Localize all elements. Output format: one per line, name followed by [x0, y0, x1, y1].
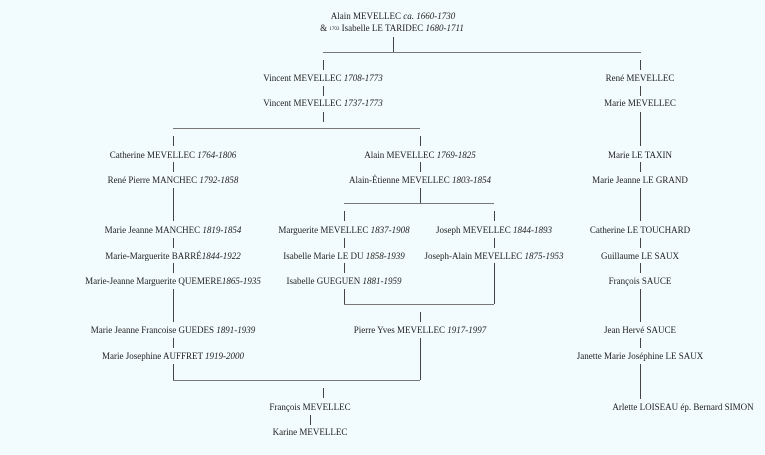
connector — [640, 364, 641, 399]
person-r-6: François SAUCE — [608, 276, 672, 286]
person-br-1: Joseph-Alain MEVELLEC 1875-1953 — [424, 251, 564, 261]
person-karine: Karine MEVELLEC — [272, 427, 348, 437]
person-b-1: Alain-Étienne MEVELLEC 1803-1854 — [349, 175, 491, 185]
connector — [344, 263, 345, 273]
person-r-9: Arlette LOISEAU ép. Bernard SIMON — [612, 402, 754, 412]
person-r-8: Janette Marie Joséphine LE SAUX — [576, 351, 704, 361]
person-r-2: Marie LE TAXIN — [607, 150, 673, 160]
person-a-4: Marie-Jeanne Marguerite QUEMERE1865-1935 — [85, 276, 261, 286]
connector — [173, 136, 174, 146]
connector — [420, 312, 421, 322]
person-br-0: Joseph MEVELLEC 1844-1893 — [436, 225, 552, 235]
connector — [173, 263, 174, 273]
person-bl-1: Isabelle Marie LE DU 1858-1939 — [283, 251, 405, 261]
connector — [344, 203, 494, 204]
connector — [310, 415, 311, 425]
connector — [323, 388, 324, 398]
connector — [173, 162, 174, 172]
person-b-0: Alain MEVELLEC 1769-1825 — [364, 150, 476, 160]
connector — [344, 211, 345, 221]
connector — [173, 289, 174, 322]
person-a-1: René Pierre MANCHEC 1792-1858 — [107, 175, 239, 185]
connector — [323, 86, 324, 96]
person-francois: François MEVELLEC — [269, 402, 351, 412]
connector — [420, 338, 421, 380]
person-a-0: Catherine MEVELLEC 1764-1806 — [109, 150, 237, 160]
person-b-merged: Pierre Yves MEVELLEC 1917-1997 — [353, 325, 487, 335]
connector — [420, 188, 421, 203]
connector — [173, 238, 174, 248]
connector — [173, 128, 420, 129]
person-r-5: Guillaume LE SAUX — [601, 251, 679, 261]
person-a-6: Marie Josephine AUFFRET 1919-2000 — [101, 351, 245, 361]
connector — [420, 136, 421, 146]
connector — [640, 60, 641, 70]
person-r-1: Marie MEVELLEC — [604, 98, 676, 108]
connector — [173, 188, 174, 221]
connector — [173, 380, 420, 381]
connector — [494, 238, 495, 248]
connector — [494, 263, 495, 304]
connector — [323, 52, 641, 53]
connector — [344, 304, 494, 305]
connector — [640, 338, 641, 348]
connector — [640, 188, 641, 221]
person-bl-0: Marguerite MEVELLEC 1837-1908 — [278, 225, 410, 235]
connector — [640, 86, 641, 96]
person-vincent-1737: Vincent MEVELLEC 1737-1773 — [263, 98, 383, 108]
connector — [640, 112, 641, 146]
connector — [323, 60, 324, 70]
person-bl-2: Isabelle GUEGUEN 1881-1959 — [286, 276, 402, 286]
person-vincent-1708: Vincent MEVELLEC 1708-1773 — [263, 73, 383, 83]
connector — [323, 112, 324, 122]
person-r-0: René MEVELLEC — [605, 73, 675, 83]
root-person: Alain MEVELLEC ca. 1660-1730 — [330, 11, 456, 21]
person-r-7: Jean Hervé SAUCE — [604, 325, 676, 335]
connector — [640, 289, 641, 322]
connector — [393, 37, 394, 52]
connector — [640, 263, 641, 273]
connector — [640, 162, 641, 172]
connector — [640, 238, 641, 248]
connector — [344, 238, 345, 248]
connector — [420, 162, 421, 172]
connector — [344, 289, 345, 304]
connector — [173, 364, 174, 380]
person-r-4: Catherine LE TOUCHARD — [589, 225, 691, 235]
person-a-5: Marie Jeanne Francoise GUEDES 1891-1939 — [90, 325, 256, 335]
person-r-3: Marie Jeanne LE GRAND — [592, 175, 688, 185]
root-spouse: & 1703 Isabelle LE TARIDEC 1680-1711 — [320, 23, 464, 33]
connector — [173, 338, 174, 348]
person-a-2: Marie Jeanne MANCHEC 1819-1854 — [104, 225, 242, 235]
person-a-3: Marie-Marguerite BARRÉ1844-1922 — [105, 251, 241, 261]
connector — [494, 211, 495, 221]
